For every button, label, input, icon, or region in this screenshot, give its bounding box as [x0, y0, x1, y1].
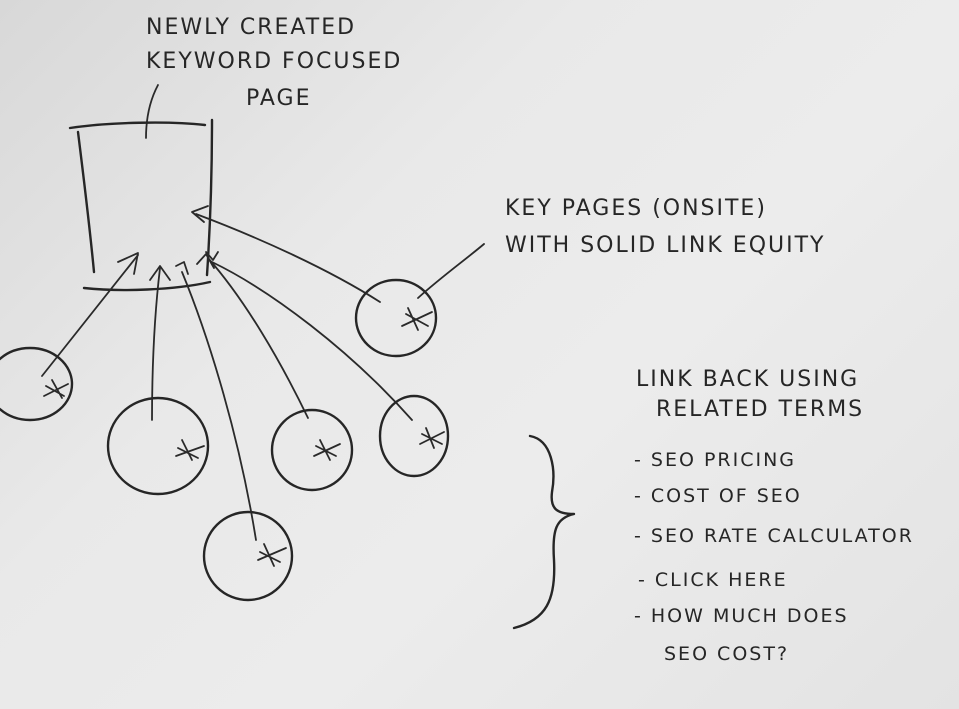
target-page-shape — [68, 118, 214, 292]
arrow-from-page-5 — [211, 261, 413, 421]
star-icon — [257, 543, 287, 567]
star-icon — [313, 439, 341, 461]
target-title-line-1: NEWLY CREATED — [146, 15, 356, 40]
key-page-4 — [270, 408, 354, 492]
arrow-from-page-3 — [181, 271, 257, 541]
term-item-1: - SEO PRICING — [634, 449, 796, 471]
star-icon — [43, 379, 69, 399]
term-item-5: - HOW MUCH DOES — [634, 605, 849, 627]
key-pages-note-line-1: KEY PAGES (ONSITE) — [505, 196, 767, 221]
related-terms-heading-2: RELATED TERMS — [656, 397, 864, 422]
title-leader-line — [145, 84, 159, 139]
key-pages-leader-line — [417, 243, 485, 299]
related-terms: LINK BACK USING RELATED TERMS - SEO PRIC… — [634, 367, 914, 665]
key-pages-note-line-2: WITH SOLID LINK EQUITY — [505, 233, 825, 258]
link-arrows — [41, 205, 413, 541]
key-page-2 — [106, 396, 210, 496]
key-page-6 — [354, 278, 438, 358]
target-page-title: NEWLY CREATED KEYWORD FOCUSED PAGE — [146, 15, 402, 111]
term-item-4: - CLICK HERE — [638, 569, 788, 591]
key-page-5 — [378, 394, 450, 478]
target-title-line-3: PAGE — [246, 86, 311, 111]
term-item-2: - COST OF SEO — [634, 485, 802, 507]
star-icon — [419, 427, 445, 449]
key-pages-note: KEY PAGES (ONSITE) WITH SOLID LINK EQUIT… — [505, 196, 825, 258]
star-icon — [175, 439, 205, 461]
related-terms-heading-1: LINK BACK USING — [636, 367, 859, 392]
arrow-from-page-2 — [151, 267, 161, 421]
term-item-6: SEO COST? — [664, 643, 789, 665]
arrow-from-page-6 — [195, 213, 381, 303]
key-page-3 — [202, 510, 294, 602]
star-icon — [401, 307, 433, 331]
term-item-3: - SEO RATE CALCULATOR — [634, 525, 914, 547]
key-page-1 — [0, 346, 74, 422]
arrow-from-page-1 — [41, 254, 139, 377]
target-title-line-2: KEYWORD FOCUSED — [146, 49, 402, 74]
curly-brace — [512, 434, 576, 630]
arrow-from-page-4 — [207, 257, 309, 419]
